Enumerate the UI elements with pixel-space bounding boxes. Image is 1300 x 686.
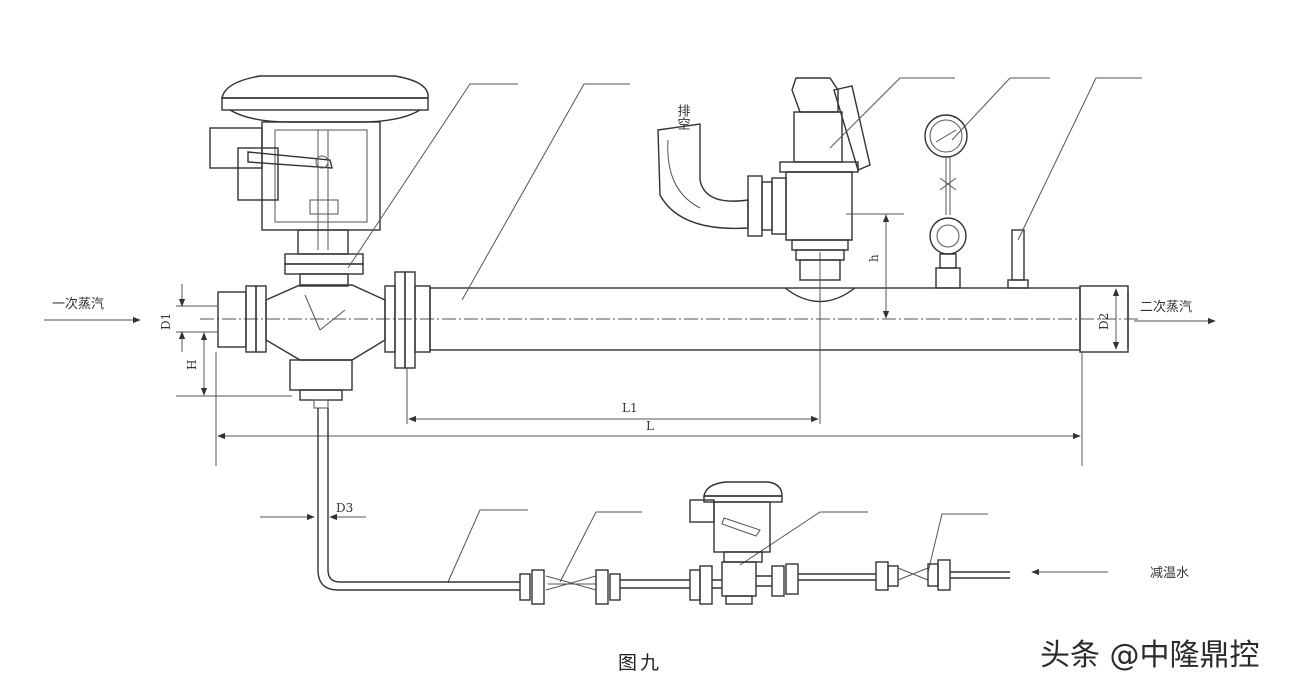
dim-D1-label: D1 [159,313,173,330]
vent-pipe [657,123,749,230]
water-control-valve [689,481,783,605]
dim-L1-label: L1 [622,401,638,415]
dim-D3-label: D3 [336,501,353,515]
dim-D2-label: D2 [1097,313,1111,330]
pneumatic-actuator [209,75,429,287]
inlet-steam-label: 一次蒸汽 [52,296,104,312]
vent-label: 排空 [675,104,691,130]
pressure-gauge [924,114,968,289]
water-label: 减温水 [1150,566,1189,581]
flow-arrows [44,316,1216,576]
water-line-fittings [519,559,951,605]
watermark: 头条 @中隆鼎控 [1040,638,1260,673]
dim-H-label: H [185,360,199,370]
dim-L-label: L [646,419,654,433]
leader-lines [347,77,1142,583]
dim-h-label: h [867,254,881,262]
thermometer [1007,229,1029,289]
water-injection-line [313,399,1010,591]
outlet-steam-label: 二次蒸汽 [1140,299,1192,315]
control-valve-body [265,271,431,401]
safety-valve [747,77,871,281]
figure-caption: 图九 [618,652,663,674]
dimension-lines [176,213,1120,521]
main-steam-pipe [200,285,1140,353]
